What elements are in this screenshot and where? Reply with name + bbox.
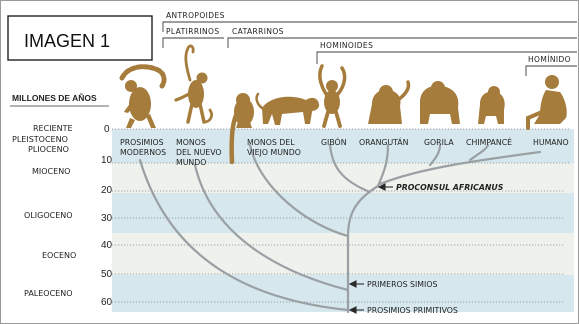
epoch-oligoceno: OLIGOCENO <box>24 211 73 220</box>
branch-prosimios <box>138 158 350 312</box>
taxon-viejo-mundo-l2: VIEJO MUNDO <box>247 148 301 157</box>
taxon-prosimios-l1: PROSIMIOS <box>120 138 164 147</box>
catarrinos-label: CATARRINOS <box>232 27 284 36</box>
branch-gorila <box>428 143 442 167</box>
group-brackets: ANTROPOIDES PLATIRRINOS CATARRINOS HOMIN… <box>162 11 577 76</box>
antropoides-label: ANTROPOIDES <box>166 11 225 20</box>
platirrinos-label: PLATIRRINOS <box>166 27 220 36</box>
taxon-nuevo-mundo-l1: MONOS <box>176 138 206 147</box>
branch-grandes-simios <box>378 150 542 186</box>
title-box: IMAGEN 1 <box>7 15 153 61</box>
taxon-viejo-mundo-l1: MONOS DEL <box>247 138 295 147</box>
phylogeny-branches <box>138 143 542 314</box>
taxon-gibon: GIBÓN <box>321 138 347 147</box>
epoch-plioceno: PLIOCENO <box>28 145 69 154</box>
branch-gibon <box>328 143 372 194</box>
branch-monos-viejo-mundo <box>248 143 350 238</box>
colobus-silhouette <box>229 93 254 165</box>
tick-40: 40 <box>101 240 113 251</box>
tick-numbers: 0 10 20 30 40 50 60 <box>101 124 113 308</box>
tick-50: 50 <box>101 269 113 280</box>
taxon-labels: PROSIMIOS MODERNOS MONOS DEL NUEVO MUNDO… <box>120 138 569 167</box>
tick-20: 20 <box>101 185 113 196</box>
taxon-nuevo-mundo-l2: DEL NUEVO <box>176 148 222 157</box>
primeros-simios-label: PRIMEROS SIMIOS <box>367 280 437 289</box>
tick-0: 0 <box>104 124 110 135</box>
silhouettes <box>119 44 567 165</box>
axis-title: MILLONES DE AÑOS <box>12 93 97 103</box>
epoch-mioceno: MIOCENO <box>32 167 70 176</box>
epoch-eoceno: EOCENO <box>42 251 76 260</box>
annotation-primeros-simios: PRIMEROS SIMIOS <box>348 280 437 289</box>
time-bands <box>112 129 574 312</box>
taxon-prosimios-l2: MODERNOS <box>120 148 166 157</box>
taxon-chimpance: CHIMPANCÉ <box>466 138 512 147</box>
annotation-prosimios-primitivos: PROSIMIOS PRIMITIVOS <box>348 306 458 315</box>
prosimios-primitivos-label: PROSIMIOS PRIMITIVOS <box>367 306 458 315</box>
branch-orangutan <box>376 143 390 188</box>
branch-hominoides <box>346 184 380 238</box>
annotation-proconsul: PROCONSUL AFRICANUS <box>377 183 504 192</box>
proconsul-label: PROCONSUL AFRICANUS <box>396 183 504 192</box>
chimpanzee-silhouette <box>478 86 505 124</box>
epoch-labels: RECIENTE PLEISTOCENO PLIOCENO MIOCENO OL… <box>12 124 76 298</box>
title-label: IMAGEN 1 <box>24 31 110 51</box>
lemur-silhouette <box>119 64 167 128</box>
hominoides-label: HOMINOIDES <box>320 41 373 50</box>
tick-60: 60 <box>101 297 113 308</box>
orangutan-silhouette <box>368 80 411 124</box>
spider-monkey-silhouette <box>174 44 213 124</box>
branch-monos-nuevo-mundo <box>193 163 350 292</box>
human-silhouette <box>526 75 567 130</box>
tick-30: 30 <box>101 213 113 224</box>
hominido-label: HOMÍNIDO <box>528 55 571 64</box>
taxon-humano: HUMANO <box>533 138 569 147</box>
epoch-paleoceno: PALEOCENO <box>24 289 73 298</box>
baboon-silhouette <box>255 92 320 125</box>
gibbon-silhouette <box>318 64 347 128</box>
tick-lines <box>112 128 570 303</box>
epoch-reciente: RECIENTE <box>33 124 73 133</box>
epoch-pleistoceno: PLEISTOCENO <box>12 135 68 144</box>
taxon-gorila: GORILA <box>424 138 454 147</box>
tick-10: 10 <box>101 155 113 166</box>
taxon-nuevo-mundo-l3: MUNDO <box>176 158 206 167</box>
taxon-orangutan: ORANGUTÁN <box>359 138 409 147</box>
branch-chimpance <box>468 143 490 162</box>
gorilla-silhouette <box>420 81 460 124</box>
